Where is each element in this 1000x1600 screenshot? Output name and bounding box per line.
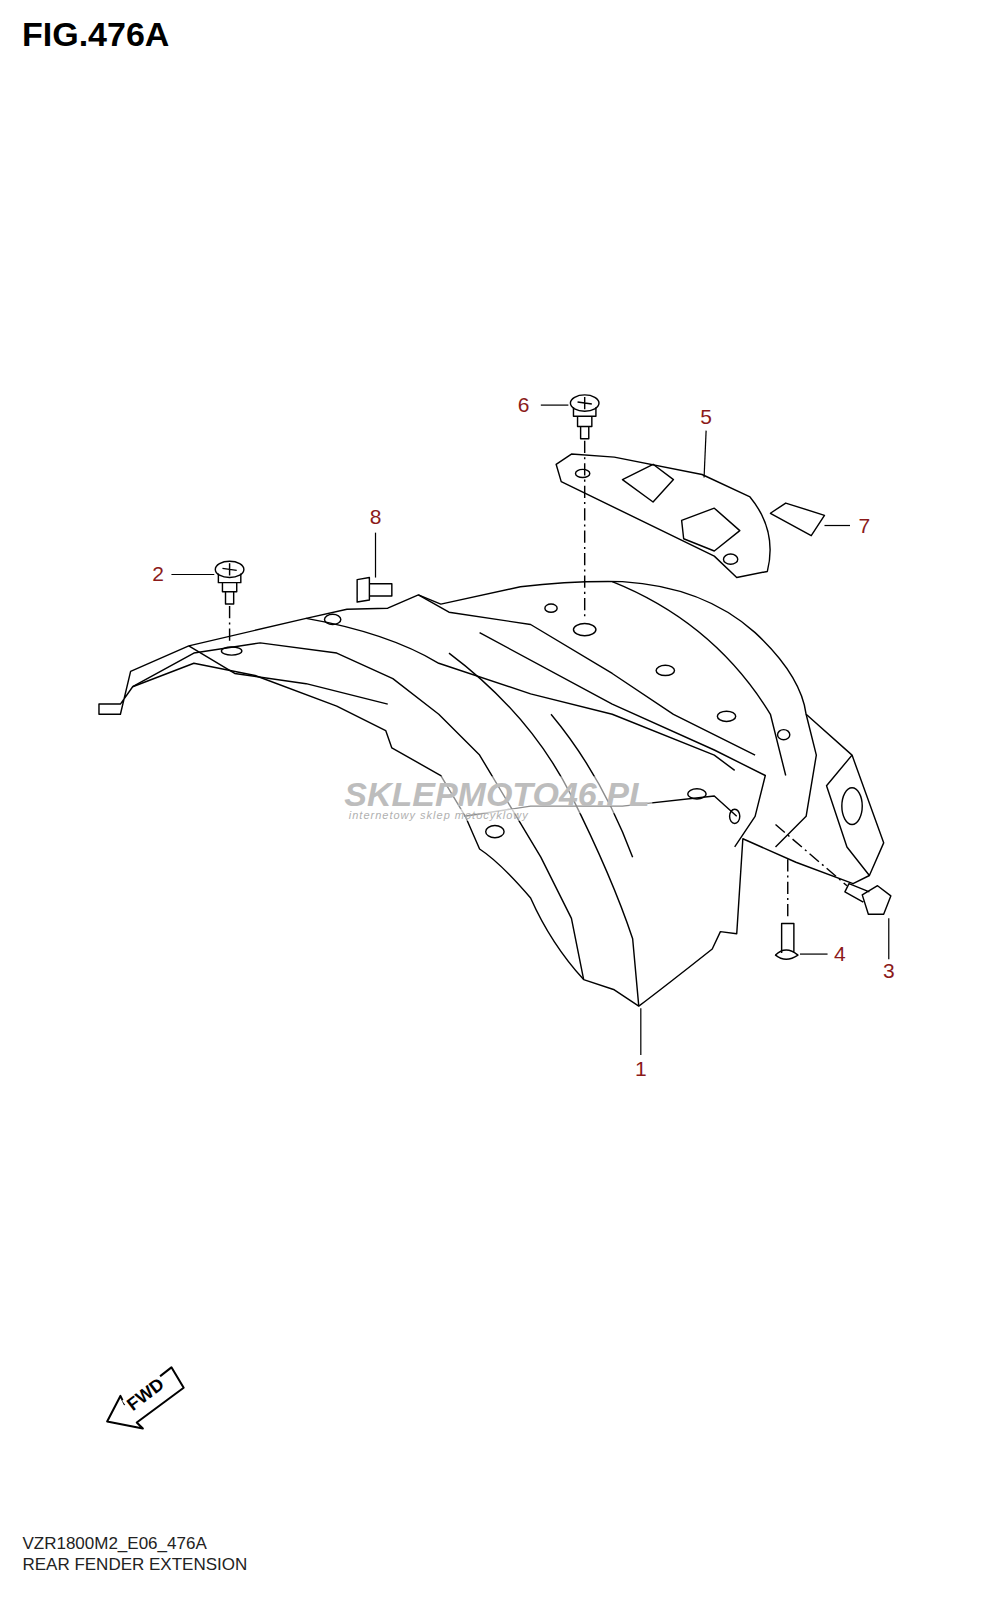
callout-number: 5 bbox=[700, 406, 712, 429]
label-tag bbox=[770, 503, 824, 536]
callout-number: 7 bbox=[858, 514, 870, 537]
diagram-caption: REAR FENDER EXTENSION bbox=[22, 1556, 247, 1575]
direction-label: FWD bbox=[122, 1373, 170, 1416]
figure-title: FIG.476A bbox=[22, 16, 169, 53]
watermark-subtitle: internetowy sklep motocyklowy bbox=[349, 809, 529, 821]
callout-number: 3 bbox=[883, 960, 895, 983]
callout-number: 2 bbox=[152, 563, 164, 586]
rear-fender bbox=[99, 581, 884, 1006]
callout-number: 1 bbox=[635, 1058, 647, 1081]
callout-number: 8 bbox=[370, 506, 382, 529]
bracket bbox=[556, 454, 770, 577]
callout-number: 4 bbox=[834, 943, 846, 966]
watermark: SKLEPMOTO46.PL bbox=[341, 776, 652, 813]
guide-line bbox=[230, 441, 847, 919]
callout-number: 6 bbox=[518, 394, 530, 417]
forward-arrow bbox=[107, 1367, 184, 1428]
drawing-code: VZR1800M2_E06_476A bbox=[22, 1535, 206, 1554]
screw bbox=[215, 395, 891, 959]
leader-line bbox=[171, 405, 888, 1055]
